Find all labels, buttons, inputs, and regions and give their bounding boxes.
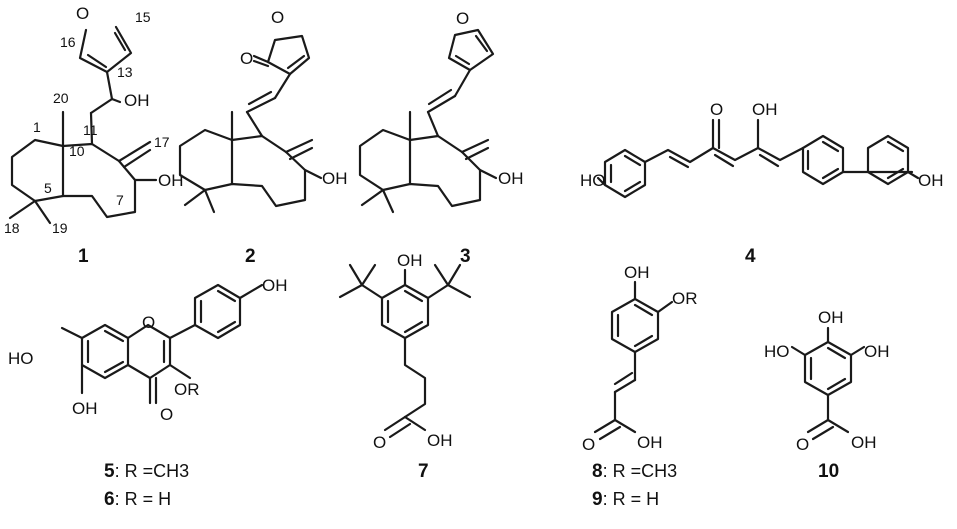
atom-label-oh: OH [124,91,150,110]
atom-label-oh: OH [818,308,844,327]
atom-label-o: O [710,100,723,119]
atom-label-oh: OH [637,433,663,452]
atom-label-ho: HO [580,171,606,190]
atom-label-or: OR [174,380,200,399]
compound-label-1: 1 [78,246,89,267]
carbon-number: 10 [69,143,85,159]
compound-label-3: 3 [460,246,471,267]
atom-label-oh: OH [262,276,288,295]
atom-label-oh: OH [498,169,524,188]
compound-label-10: 10 [818,461,839,482]
carbon-number: 5 [44,180,52,196]
carbon-number: 16 [60,34,76,50]
atom-label-or: OR [672,289,698,308]
atom-label-oh: OH [72,399,98,418]
svg-text:6: R = H: 6: R = H [104,489,171,510]
atom-label-oh: OH [427,431,453,450]
compound-5-6-structure [60,283,264,405]
carbon-number: 20 [53,90,69,106]
svg-text:5: R =CH3: 5: R =CH3 [104,461,189,482]
atom-label-o: O [76,4,89,23]
atom-label-o: O [240,49,253,68]
atom-label-oh: OH [752,100,778,119]
atom-label-o: O [373,433,386,452]
atom-label-o: O [142,313,155,332]
svg-text:9: R = H: 9: R = H [592,489,659,510]
atom-label-ho: HO [8,349,34,368]
carbon-number: 13 [117,64,133,80]
compound-label-7: 7 [418,461,429,482]
substituent-text: R =CH3 [613,461,678,481]
carbon-number: 18 [4,220,20,236]
compound-10-structure [790,326,866,441]
compound-label-8: 8 [592,461,603,482]
atom-label-oh: OH [624,263,650,282]
atom-label-o: O [456,9,469,28]
caption-compound-9: 9: R = H [592,489,659,510]
carbon-number: 15 [135,9,151,25]
atom-label-oh: OH [918,171,944,190]
atom-label-ho: HO [764,342,790,361]
compound-label-6: 6 [104,489,115,510]
caption-compound-8: 8: R =CH3 [592,461,677,482]
compound-label-9: 9 [592,489,603,510]
carbon-number: 19 [52,220,68,236]
atom-label-o: O [796,435,809,454]
atom-label-oh: OH [851,433,877,452]
compound-label-4: 4 [745,246,756,267]
substituent-text: R =CH3 [125,461,190,481]
compound-label-2: 2 [245,246,256,267]
atom-label-o: O [582,435,595,454]
svg-text:8: R =CH3: 8: R =CH3 [592,461,677,482]
carbon-number: 11 [83,122,98,138]
atom-label-oh: OH [864,342,890,361]
caption-compound-5: 5: R =CH3 [104,461,189,482]
compound-label-5: 5 [104,461,115,482]
carbon-number: 17 [154,134,170,150]
atom-label-o: O [271,8,284,27]
compound-2-structure [178,34,323,214]
compound-1-structure [8,25,158,225]
atom-label-oh: OH [158,171,184,190]
compound-8-9-structure [593,280,674,441]
carbon-number: 7 [116,192,124,208]
caption-compound-6: 6: R = H [104,489,171,510]
compound-3-structure [358,28,498,214]
compound-7-structure [338,263,472,439]
compound-4-structure [596,118,920,199]
substituent-text: R = H [613,489,660,509]
atom-label-oh: OH [397,251,423,270]
atom-label-oh: OH [322,169,348,188]
atom-label-o: O [160,405,173,424]
carbon-number: 1 [33,119,41,135]
substituent-text: R = H [125,489,172,509]
